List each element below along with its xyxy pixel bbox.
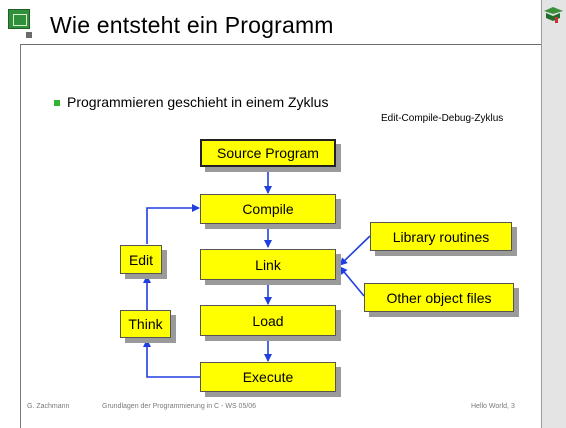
bullet-icon bbox=[54, 100, 60, 106]
box-other-object-files: Other object files bbox=[364, 283, 514, 312]
box-library-routines: Library routines bbox=[370, 222, 512, 251]
left-divider bbox=[20, 44, 21, 428]
arrow-edit-to-compile bbox=[146, 204, 200, 244]
arrow-library-to-link bbox=[339, 235, 371, 266]
box-link: Link bbox=[200, 249, 336, 280]
box-edit: Edit bbox=[120, 245, 162, 274]
box-think: Think bbox=[120, 310, 171, 338]
arrow-execute-to-think bbox=[143, 339, 200, 378]
box-source-program: Source Program bbox=[200, 139, 336, 167]
bullet-text: Programmieren geschieht in einem Zyklus bbox=[67, 94, 329, 110]
footer-author: G. Zachmann bbox=[27, 403, 70, 410]
cycle-label: Edit-Compile-Debug-Zyklus bbox=[381, 113, 504, 124]
university-logo-icon bbox=[8, 9, 30, 29]
footer-course: Grundlagen der Programmierung in C - WS … bbox=[102, 403, 257, 410]
right-divider bbox=[541, 0, 542, 428]
slide-title: Wie entsteht ein Programm bbox=[50, 12, 334, 38]
title-divider bbox=[20, 44, 542, 45]
logo-marker bbox=[26, 32, 32, 38]
institute-logo-icon bbox=[544, 7, 563, 23]
diagram-arrows bbox=[143, 167, 371, 378]
box-compile: Compile bbox=[200, 194, 336, 224]
arrow-objects-to-link bbox=[339, 266, 365, 297]
box-load: Load bbox=[200, 305, 336, 336]
box-execute: Execute bbox=[200, 362, 336, 392]
footer-page: Hello World, 3 bbox=[471, 403, 515, 410]
slide: Wie entsteht ein Programm Programmieren … bbox=[8, 0, 542, 428]
side-strip bbox=[542, 0, 566, 428]
